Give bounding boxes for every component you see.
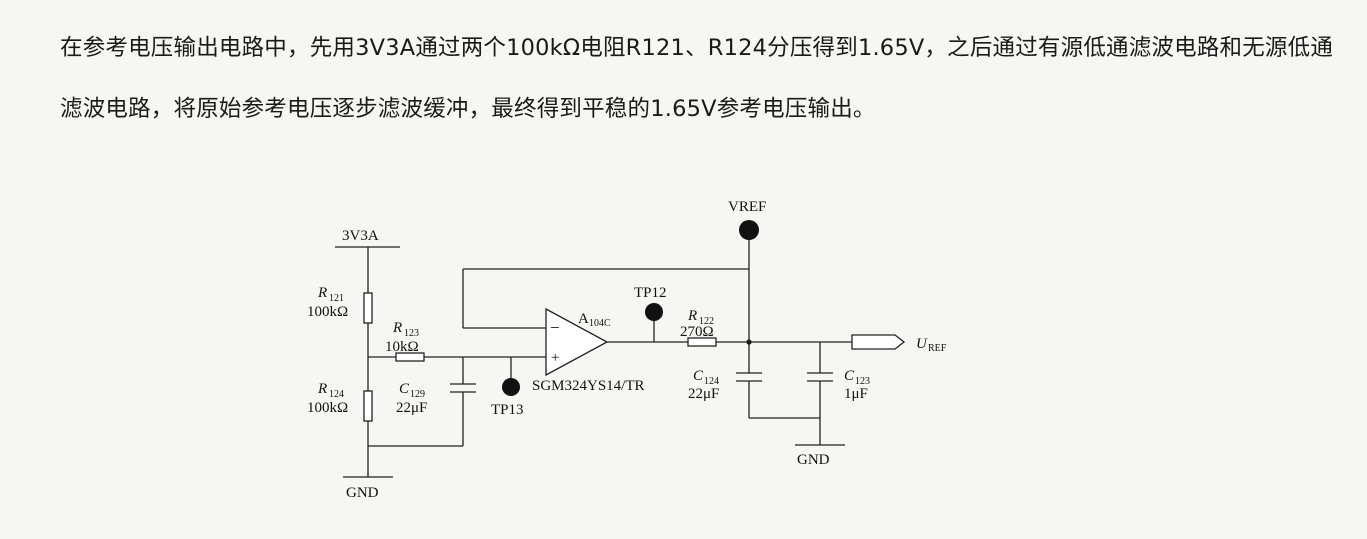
svg-text:C: C (399, 381, 410, 397)
r123-label: R 123 10kΩ (385, 320, 419, 355)
svg-text:123: 123 (404, 328, 419, 339)
tp12-label: TP12 (634, 285, 667, 301)
svg-text:1μF: 1μF (844, 386, 868, 402)
svg-text:A: A (578, 311, 589, 327)
svg-text:100kΩ: 100kΩ (307, 304, 348, 320)
svg-text:3V3A: 3V3A (342, 228, 379, 244)
r121-resistor (363, 292, 373, 324)
r124-resistor (363, 390, 373, 422)
opamp-plus: + (551, 350, 559, 366)
svg-text:REF: REF (928, 343, 947, 354)
svg-text:22μF: 22μF (688, 386, 719, 402)
c129-label: C 129 22μF (396, 381, 427, 416)
svg-text:124: 124 (704, 376, 719, 387)
svg-text:C: C (844, 368, 855, 384)
tp12-dot (645, 303, 663, 321)
svg-text:GND: GND (797, 452, 830, 468)
svg-text:10kΩ: 10kΩ (385, 339, 419, 355)
r121-label: R 121 100kΩ (307, 285, 348, 320)
opamp-minus: − (550, 318, 560, 337)
svg-text:123: 123 (855, 376, 870, 387)
svg-text:104C: 104C (589, 318, 611, 329)
c123-label: C 123 1μF (844, 368, 870, 402)
gnd-left: GND (343, 476, 393, 501)
svg-text:270Ω: 270Ω (680, 324, 714, 340)
svg-text:C: C (693, 368, 704, 384)
c124-label: C 124 22μF (688, 368, 719, 402)
uref-port (851, 334, 906, 350)
tp13-label: TP13 (491, 402, 524, 418)
svg-text:129: 129 (410, 389, 425, 400)
gnd-right: GND (795, 444, 845, 468)
opamp-triangle (545, 307, 609, 377)
vref-dot (739, 220, 759, 240)
description-paragraph: 在参考电压输出电路中，先用3V3A通过两个100kΩ电阻R121、R124分压得… (60, 35, 1334, 122)
vref-label: VREF (728, 199, 766, 215)
supply-3v3a: 3V3A (335, 228, 400, 248)
svg-text:R: R (392, 320, 402, 336)
svg-text:22μF: 22μF (396, 400, 427, 416)
uref-label: U REF (916, 336, 947, 354)
svg-text:R: R (317, 381, 327, 397)
svg-text:R: R (687, 308, 697, 324)
svg-text:GND: GND (346, 485, 379, 501)
opamp-part-number: SGM324YS14/TR (532, 378, 645, 394)
svg-text:121: 121 (329, 293, 344, 304)
tp13-dot (502, 378, 520, 396)
svg-text:122: 122 (699, 316, 714, 327)
svg-text:124: 124 (329, 389, 344, 400)
svg-text:100kΩ: 100kΩ (307, 400, 348, 416)
svg-text:R: R (317, 285, 327, 301)
opamp-label: A 104C (578, 311, 611, 329)
r124-label: R 124 100kΩ (307, 381, 348, 416)
svg-text:U: U (916, 336, 928, 352)
r122-label: R 122 270Ω (680, 308, 714, 340)
